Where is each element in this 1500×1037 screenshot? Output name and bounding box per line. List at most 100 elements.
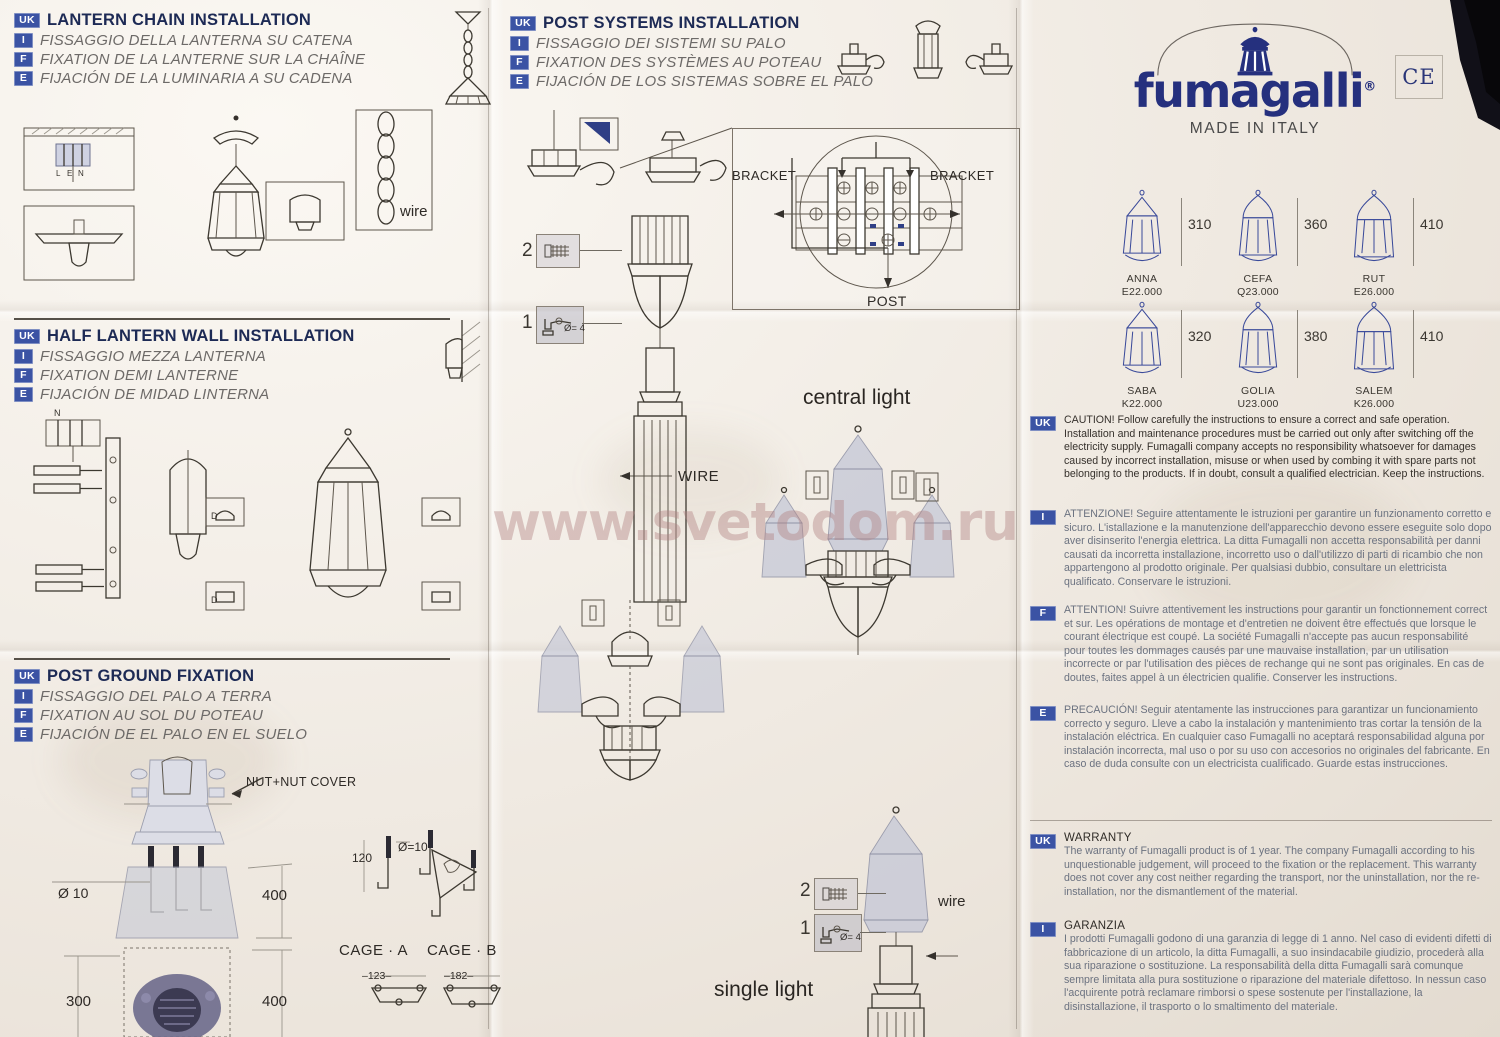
lantern-icon bbox=[1122, 301, 1162, 374]
section-title-fr: FIXATION DEMI LANTERNE bbox=[40, 367, 239, 384]
flag-it-icon: I bbox=[14, 689, 33, 704]
drill-icon bbox=[542, 317, 572, 336]
label-single-light: single light bbox=[714, 978, 814, 1001]
product-code: K22.000 bbox=[1121, 398, 1163, 411]
screw-icon bbox=[544, 244, 569, 258]
flag-es-icon: E bbox=[14, 387, 33, 402]
warranty-heading: GARANZIA bbox=[1064, 920, 1126, 932]
section-title-fr: FIXATION DE LA LANTERNE SUR LA CHAÎNE bbox=[40, 51, 366, 68]
dimension-tick bbox=[1413, 310, 1414, 378]
flag-i-icon: I bbox=[1030, 922, 1056, 937]
step-number-2: 2 bbox=[522, 240, 533, 261]
registered-trademark-icon: ® bbox=[1363, 79, 1377, 95]
lantern-icon bbox=[1238, 301, 1278, 374]
section-title-it: FISSAGGIO DEI SISTEMI SU PALO bbox=[536, 35, 786, 52]
label-anchor-length: 120 bbox=[352, 851, 373, 865]
flag-uk-icon: UK bbox=[1030, 834, 1056, 849]
diagram-triple-lamp-head bbox=[761, 425, 955, 655]
section-title-en: HALF LANTERN WALL INSTALLATION bbox=[47, 327, 355, 345]
step-2-screw-box bbox=[536, 234, 580, 268]
flag-fr-icon: F bbox=[14, 708, 33, 723]
product-code: U23.000 bbox=[1237, 398, 1279, 411]
section-lantern-chain: UK LANTERN CHAIN INSTALLATION I FISSAGGI… bbox=[14, 6, 464, 87]
section-title-row: UK POST GROUND FIXATION bbox=[14, 667, 464, 686]
notice-text: CAUTION! Follow carefully the instructio… bbox=[1064, 414, 1485, 481]
label-diameter-10: Ø 10 bbox=[58, 885, 89, 901]
flag-es-icon: E bbox=[14, 727, 33, 742]
brand-logo: fumagalli® MADE IN ITALY bbox=[1090, 18, 1420, 138]
section-title-row: UK HALF LANTERN WALL INSTALLATION bbox=[14, 327, 464, 346]
section-half-lantern: UK HALF LANTERN WALL INSTALLATION I FISS… bbox=[14, 322, 464, 403]
section-divider bbox=[14, 658, 450, 660]
diagram-half-lantern: N bbox=[33, 320, 481, 611]
ce-mark-icon: CE bbox=[1395, 55, 1443, 99]
section-title-en: POST SYSTEMS INSTALLATION bbox=[543, 14, 800, 32]
section-title-row-it: I FISSAGGIO DELLA LANTERNA SU CATENA bbox=[14, 32, 464, 49]
label-dim-400-top: 400 bbox=[262, 887, 288, 904]
product-height: 320 bbox=[1188, 328, 1212, 344]
label-dim-300: 300 bbox=[66, 993, 92, 1010]
lantern-icon bbox=[1122, 189, 1162, 262]
lantern-icon bbox=[1238, 189, 1278, 262]
label-wire-lower: wire bbox=[938, 893, 966, 910]
flag-it-icon: I bbox=[14, 349, 33, 364]
leader-step2-lower bbox=[858, 893, 886, 894]
diagram-single-light bbox=[863, 806, 958, 1037]
svg-text:N: N bbox=[54, 408, 61, 418]
section-title-it: FISSAGGIO DELLA LANTERNA SU CATENA bbox=[40, 32, 353, 49]
warranty-text: I prodotti Fumagalli godono di una garan… bbox=[1064, 933, 1492, 1013]
label-wire: wire bbox=[400, 203, 428, 220]
label-bracket-left: BRACKET bbox=[732, 168, 797, 183]
dimension-tick bbox=[1181, 310, 1182, 378]
svg-text:D: D bbox=[211, 511, 218, 521]
step-1-drill-box-lower bbox=[814, 914, 862, 952]
section-title-row-it: I FISSAGGIO DEI SISTEMI SU PALO bbox=[510, 35, 1010, 52]
flag-es-icon: E bbox=[510, 74, 529, 89]
label-anchor-diameter: Ø=10 bbox=[398, 840, 428, 854]
label-drill-diameter: Ø= 4 bbox=[564, 323, 585, 334]
column-left: UK LANTERN CHAIN INSTALLATION I FISSAGGI… bbox=[0, 0, 502, 1037]
diagram-bracket-variants bbox=[836, 20, 1014, 79]
dimension-tick bbox=[1181, 198, 1182, 266]
warranty-text: The warranty of Fumagalli product is of … bbox=[1064, 845, 1480, 898]
diagram-anchor-cages bbox=[363, 830, 502, 1008]
label-dim-400-bottom: 400 bbox=[262, 993, 288, 1010]
label-bracket-right: BRACKET bbox=[930, 168, 995, 183]
label-wire-upper: WIRE bbox=[678, 468, 720, 485]
flag-uk-icon: UK bbox=[14, 13, 40, 28]
label-cage-b-width: –182– bbox=[444, 970, 474, 982]
diagram-lantern-chain: L E N bbox=[23, 109, 433, 281]
section-title-it: FISSAGGIO DEL PALO A TERRA bbox=[40, 688, 272, 705]
product-code: E26.000 bbox=[1353, 286, 1395, 299]
flag-i-icon: I bbox=[1030, 510, 1056, 525]
step-2-screw-box-lower bbox=[814, 878, 858, 910]
section-title-row-fr: F FIXATION DES SYSTÈMES AU POTEAU bbox=[510, 54, 1010, 71]
label-nut-nut-cover: NUT+NUT COVER bbox=[246, 775, 357, 789]
warranty-heading: WARRANTY bbox=[1064, 832, 1132, 844]
notice-text: PRECAUCIÓN! Seguir atentamente las instr… bbox=[1064, 704, 1490, 771]
diagram-chain-lantern-small bbox=[444, 11, 492, 105]
leader-step2 bbox=[580, 250, 622, 251]
section-title-es: FIJACIÓN DE MIDAD LINTERNA bbox=[40, 386, 270, 403]
leader-bracket-to-terminal bbox=[619, 127, 733, 169]
section-title-en: LANTERN CHAIN INSTALLATION bbox=[47, 11, 311, 29]
flag-fr-icon: F bbox=[14, 368, 33, 383]
section-title-row-fr: F FIXATION AU SOL DU POTEAU bbox=[14, 707, 464, 724]
column-divider-1 bbox=[488, 8, 489, 1029]
brand-made-in: MADE IN ITALY bbox=[1189, 120, 1321, 137]
diagram-wall-bracket bbox=[526, 110, 727, 186]
flag-uk-icon: UK bbox=[510, 16, 536, 31]
lantern-icon bbox=[1353, 189, 1395, 262]
warranty-divider bbox=[1030, 820, 1492, 821]
section-title-it: FISSAGGIO MEZZA LANTERNA bbox=[40, 348, 266, 365]
